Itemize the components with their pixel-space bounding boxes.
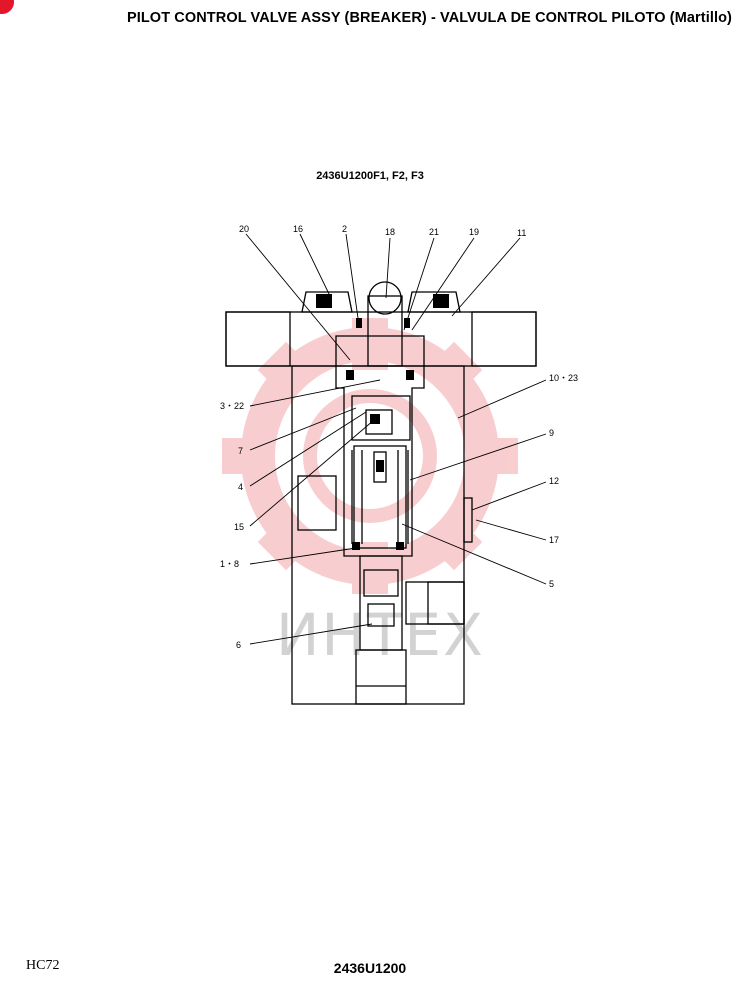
label-5: 5 <box>549 579 554 589</box>
label-3-22: 3・22 <box>220 401 244 411</box>
drawing-number: 2436U1200 <box>333 960 407 976</box>
label-7: 7 <box>238 446 243 456</box>
label-16: 16 <box>293 224 303 234</box>
callout-labels: 20 16 2 18 21 19 11 10・23 3・22 7 9 4 12 … <box>220 224 578 650</box>
label-20: 20 <box>239 224 249 234</box>
label-6: 6 <box>236 640 241 650</box>
page-reference: HC72 <box>26 958 60 973</box>
watermark-gear-icon <box>222 318 518 594</box>
valve-body <box>225 281 537 705</box>
label-4: 4 <box>238 482 243 492</box>
label-15: 15 <box>234 522 244 532</box>
label-1-8: 1・8 <box>220 559 239 569</box>
diagram-part-code: 2436U1200F1, F2, F3 <box>316 170 424 182</box>
page-title: PILOT CONTROL VALVE ASSY (BREAKER) - VAL… <box>126 10 732 26</box>
label-18: 18 <box>385 227 395 237</box>
label-17: 17 <box>549 535 559 545</box>
label-12: 12 <box>549 476 559 486</box>
label-19: 19 <box>469 227 479 237</box>
leader-lines <box>245 233 547 645</box>
label-9: 9 <box>549 428 554 438</box>
label-21: 21 <box>429 227 439 237</box>
label-2: 2 <box>342 224 347 234</box>
label-11: 11 <box>517 228 526 238</box>
label-10-23: 10・23 <box>549 373 578 383</box>
watermark-text: ИНТЕХ <box>276 601 485 669</box>
